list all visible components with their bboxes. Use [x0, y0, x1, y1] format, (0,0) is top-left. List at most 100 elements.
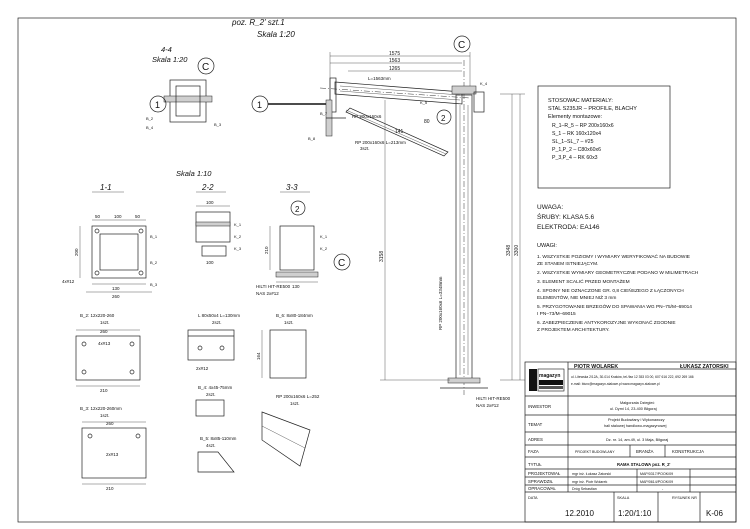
tb-inwestor-value-1: Małgorzata Dziegieć — [620, 401, 654, 405]
note-3: 3. ELEMENT SCALIĆ PRZED MONTAŻEM — [537, 278, 630, 285]
detail-b2: B_2: 12x220-260 1szt. 4x#13 260 210 — [75, 313, 141, 393]
note-5a: 5. PRZYGOTOWANIE BRZEGÓW DO SPAWANIA WG … — [537, 303, 692, 310]
tb-skala-value: 1:20/1:10 — [618, 509, 652, 518]
column-label: RP 200x160x6 L=3348mm — [438, 276, 443, 330]
tb-tytul-label: TYTUŁ — [528, 462, 542, 467]
tag-k3-22: K_3 — [234, 246, 242, 251]
tag-b1-11: B_1 — [150, 234, 158, 239]
tag-k1-22: K_1 — [234, 222, 242, 227]
tb-skala-label: SKALA — [617, 496, 630, 500]
detail-b6-qty: 1szt. — [284, 320, 294, 325]
main-scale: Skala 1:20 — [257, 30, 295, 39]
tb-projektowal-value: mgr inż. Łukasz Zatorski — [572, 472, 611, 476]
tag-b2-11: B_2 — [150, 260, 158, 265]
tb-projektowal-label: PROJEKTOWAŁ — [528, 471, 561, 476]
section-2-2: 2-2 100 100 K_1 K_2 K_3 — [195, 183, 242, 265]
note-2: 2. WSZYSTKIE WYMIARY GEOMETRYCZNE PODANO… — [537, 270, 699, 276]
sheet-frame — [17, 17, 737, 523]
tb-sprawdzil-label: SPRAWDZIŁ — [528, 479, 554, 484]
materials-line2: Elementy montazowe: — [548, 114, 603, 120]
tb-opracowal-perm: - — [662, 487, 664, 491]
notes-short-line1: ŚRUBY: KLASA 5.6 — [537, 212, 594, 221]
tb-branza-value: KONSTRUKCJA — [672, 449, 704, 454]
detail-b5-qty: 4szt. — [206, 443, 216, 448]
marker-1-44: 1 — [155, 100, 160, 110]
marker-2-33: 2 — [295, 205, 300, 214]
detail-b2-label: B_2: 12x220-260 — [80, 313, 115, 318]
dim-11-f: 260 — [112, 294, 120, 299]
label-hilti-33: HILTI HIT-RE500 — [256, 284, 291, 289]
plate-label-1: RP 200x160x6 — [352, 114, 382, 119]
materials-line1: STAL S235JR – PROFILE, BLACHY — [548, 106, 637, 112]
dim-11-b: 100 — [114, 214, 122, 219]
tb-sprawdzil-perm: MAP/0614/POOK/09 — [640, 480, 673, 484]
materials-item-3: SL_1–SL_7 – #25 — [552, 139, 594, 145]
base-hilti: HILTI HIT-RE500 — [476, 396, 511, 401]
detail-l1-label: L 80x50x4 L=130mm — [198, 313, 240, 318]
detail-l1-holes: 2x#12 — [196, 366, 209, 371]
detail-b2-dim-a: 260 — [100, 329, 108, 334]
dim-top-3: 1265 — [389, 66, 400, 72]
svg-text:magazyn: magazyn — [539, 373, 560, 379]
detail-b3-qty: 1szt. — [100, 413, 110, 418]
materials-item-4: P_1,P_2 – C80x60x6 — [552, 147, 601, 153]
dim-11-e: 130 — [112, 286, 120, 291]
tb-tytul-value: RAMA STALOWA poz. R_2' — [617, 462, 670, 467]
dim-vertical-main: 3158 — [379, 251, 385, 262]
tag-b7: B_7 — [320, 111, 328, 116]
note-1b: ZE STANEM ISTNIEJĄCYM. — [537, 261, 598, 267]
dim-80: 80 — [424, 119, 430, 125]
label-nas-33: NAS 2x#12 — [256, 291, 279, 296]
section-33-title: 3-3 — [286, 183, 298, 192]
tb-temat-value-1: Projekt Budowlany i Wykonawczy — [608, 418, 665, 422]
detail-b6: B_6: 8x80-184mm 1szt. 164 — [256, 313, 313, 379]
notes-short: UWAGA: ŚRUBY: KLASA 5.6 ELEKTRODA: EA146 — [537, 204, 600, 231]
plate-label-2: RP 200x160x6 L=213mm — [355, 140, 406, 145]
dim-22-b: 100 — [206, 260, 214, 265]
notes-short-line2: ELEKTRODA: EA146 — [537, 224, 600, 231]
tb-branza-label: BRANŻA — [636, 449, 654, 454]
company-logo: magazyn — [529, 368, 565, 392]
note-4b: ELEMENTÓW, NIE MNIEJ NIŻ 3 mm — [537, 294, 616, 301]
section-11-title: 1-1 — [100, 183, 112, 192]
tb-rysunek-value: K-06 — [706, 509, 723, 518]
note-5b: I PN–73/M–69015 — [537, 311, 576, 317]
materials-box: STOSOWAC MATERIALY: STAL S235JR – PROFIL… — [537, 85, 671, 189]
tb-faza-value: PROJEKT BUDOWLANY — [575, 450, 615, 454]
marker-c-44: C — [202, 62, 209, 73]
base-nas: NAS 2x#12 — [476, 403, 499, 408]
main-elevation: poz. R_2' szt.1 Skala 1:20 1575 1563 126… — [231, 18, 525, 408]
main-title: poz. R_2' szt.1 — [231, 18, 285, 27]
tag-b2-44: B_2 — [146, 116, 154, 121]
section-3-3: 3-3 2 130 210 C HILTI HIT-RE500 NAS 2x#1… — [256, 183, 351, 296]
materials-item-5: P_3,P_4 – RK 60x3 — [552, 155, 598, 161]
detail-b5-label: B_5: 8x85-110mm — [200, 436, 237, 441]
tb-temat-value-2: hali stalowej handlowo-magazynowej — [604, 424, 667, 428]
tb-opracowal-value: Dróg Sebastian — [572, 487, 597, 491]
detail-b2-holes: 4x#13 — [98, 341, 111, 346]
detail-b2-qty: 1szt. — [100, 320, 110, 325]
detail-b3-dim-a: 260 — [106, 421, 114, 426]
detail-b6-dim: 164 — [256, 352, 261, 360]
detail-rp: RP 200x160x6 L=252 1szt. — [261, 394, 320, 467]
dim-33-b: 210 — [264, 246, 269, 254]
tb-adres-label: ADRES — [528, 437, 543, 442]
detail-b4-qty: 2szt. — [206, 392, 216, 397]
title-block: magazyn PIOTR WOLAREK ŁUKASZ ZATORSKI ul… — [524, 361, 737, 523]
detail-b2-dim-b: 210 — [100, 388, 108, 393]
tag-k2-22: K_2 — [234, 234, 242, 239]
marker-c-33: C — [338, 258, 345, 269]
tag-k4: K_4 — [480, 81, 488, 86]
tag-b3-44: B_3 — [214, 122, 222, 127]
tag-b3-11: B_3 — [150, 282, 158, 287]
company-email: e-mail: biuro@magazyn-stalowe.pl www.mag… — [571, 382, 660, 386]
tb-adres-value: Dz. nr. 14, am.49, ul. 3 Maja, Biłgoraj — [606, 438, 668, 442]
tag-k1-33: K_1 — [320, 234, 328, 239]
section-4-4: 4-4 Skala 1:20 C 1 B_2 B_3 B_4 — [146, 45, 222, 130]
note-6a: 6. ZABEZPIECZENIE ANTYKOROZYJNE WYKONAĆ … — [537, 319, 676, 326]
section-44-scale: Skala 1:20 — [152, 55, 188, 64]
dim-11-c: 50 — [135, 214, 141, 219]
tb-rysunek-label: RYSUNEK NR — [672, 496, 697, 500]
notes-short-heading: UWAGA: — [537, 204, 563, 211]
